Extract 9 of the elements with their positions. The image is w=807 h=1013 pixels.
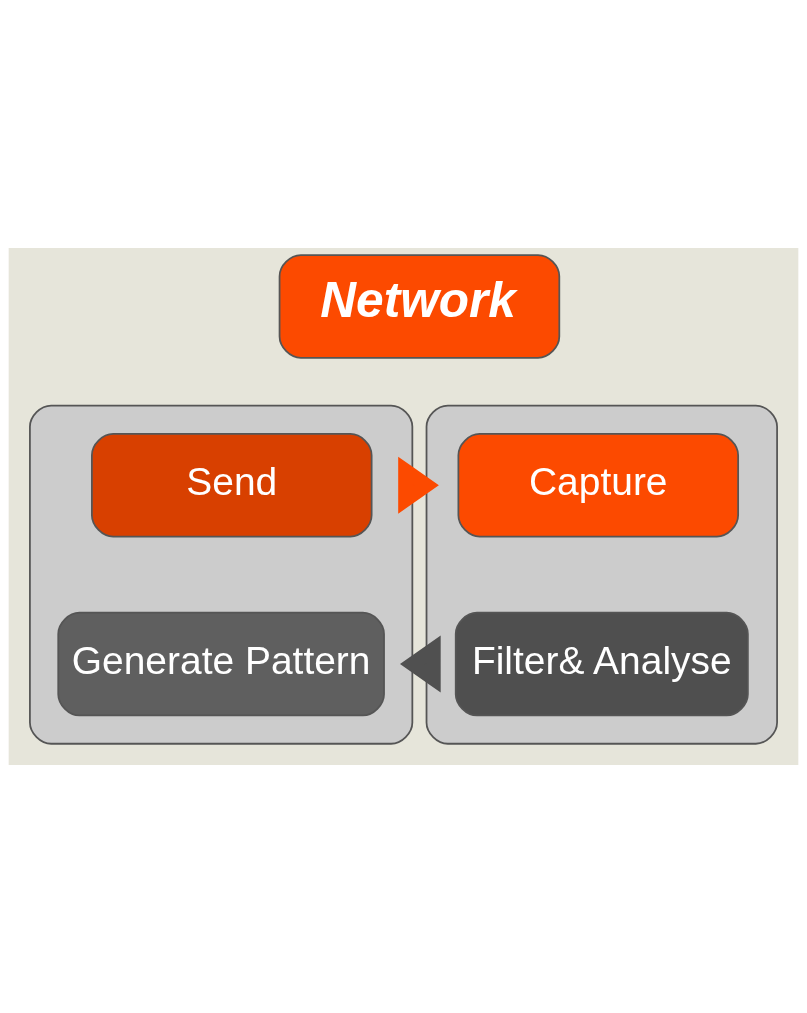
arrow bbox=[400, 635, 441, 693]
cluster bbox=[425, 404, 778, 745]
node-box: Send bbox=[91, 433, 373, 538]
arrow bbox=[398, 456, 439, 514]
node-box: Filter& Analyse bbox=[454, 611, 749, 717]
cluster bbox=[29, 404, 414, 745]
node-box: Network bbox=[278, 254, 561, 359]
node-box: Capture bbox=[457, 433, 739, 538]
node-box: Generate Pattern bbox=[57, 611, 385, 717]
